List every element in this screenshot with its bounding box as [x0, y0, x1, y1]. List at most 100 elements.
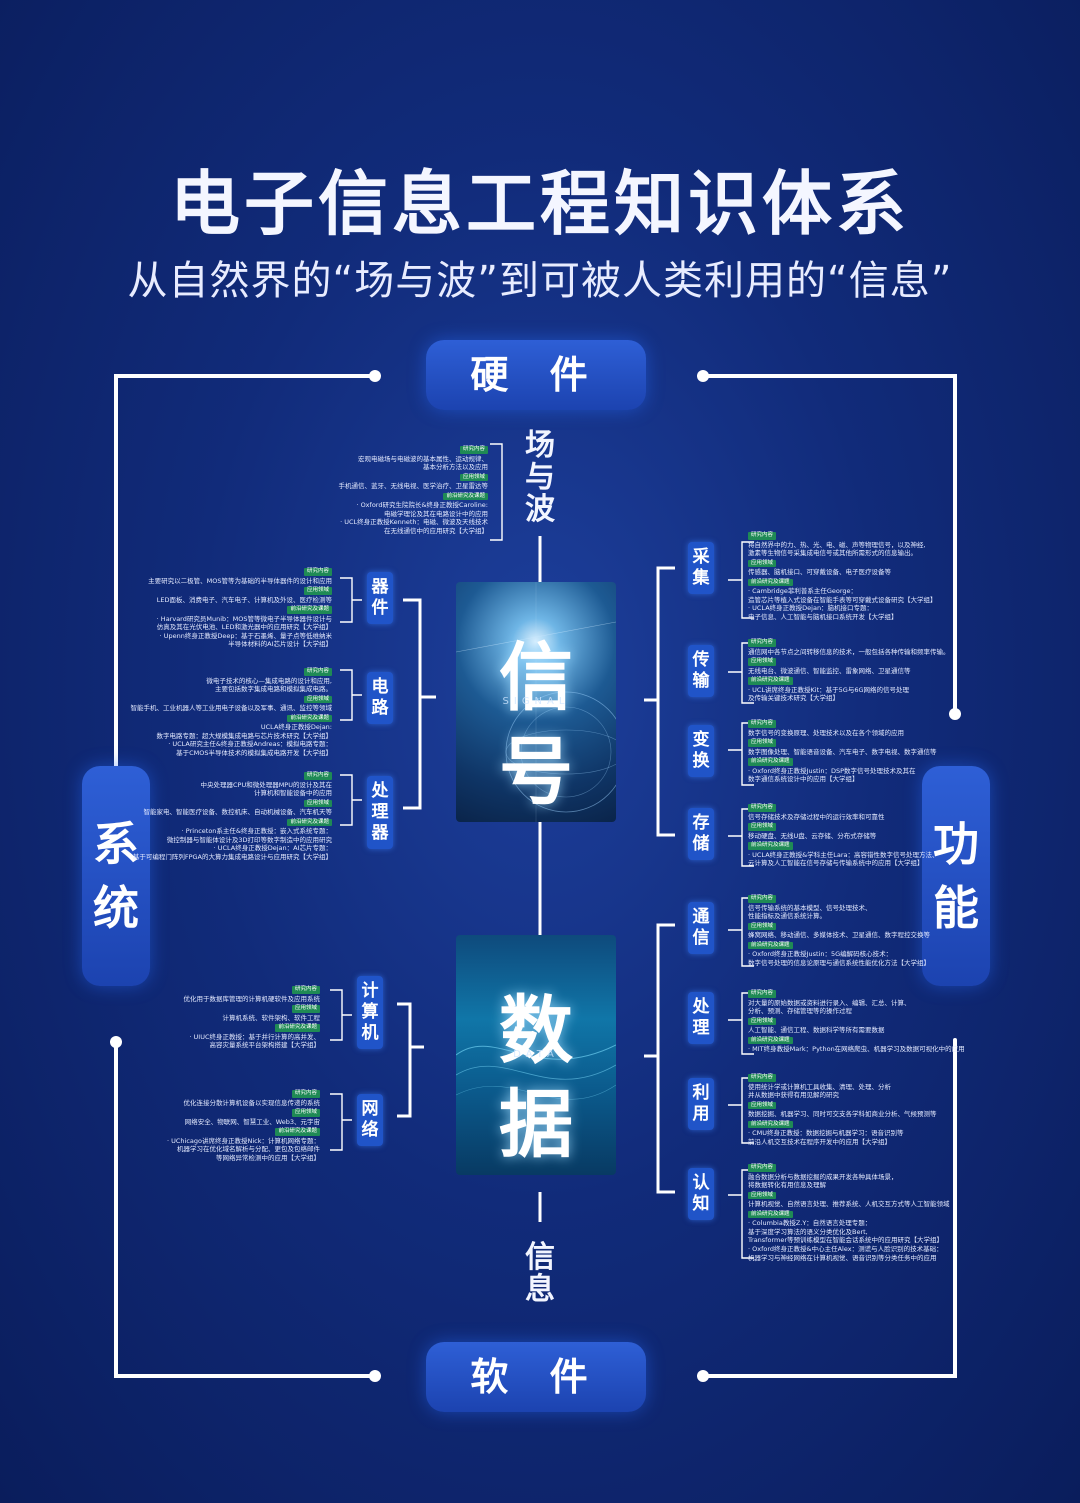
system-pill: 系 统 [82, 766, 150, 986]
research-badge: 研究内容 [748, 895, 777, 903]
signal-char-2: 号 [499, 729, 573, 815]
research-line: 激素等生物信号采集成电信号或其他所需形式的信息输出。 [748, 549, 917, 558]
hardware-pill: 硬 件 [426, 340, 646, 410]
case-line: · UCLA终身正教授&学科主任Lara：高容错性数字信号处理方法、 [748, 850, 939, 859]
case-badge: 前沿研究及课题 [275, 1128, 320, 1136]
case-badge: 前沿研究及课题 [748, 941, 793, 950]
application-badge: 应用领域 [748, 1191, 777, 1200]
application-line: 人工智能、通信工程、数据科学等所有需要数据 [748, 1026, 885, 1035]
tag-char: 存 [692, 813, 710, 833]
case-line: Transformer等预训练模型在智能会话系统中的应用研究【大学组】 [748, 1236, 944, 1245]
system-char-2: 统 [93, 881, 139, 935]
case-badge: 前沿研究及课题 [748, 1036, 793, 1045]
research-badge: 研究内容 [303, 772, 332, 780]
block-processor: 研究内容中央处理器CPU和微处理器MPU的设计及其在计算机和智能设备中的应用应用… [133, 770, 332, 862]
globe-graphic [456, 582, 616, 822]
case-line: UCLA终身正教授Dejan: [260, 723, 332, 732]
tag-char: 计 [361, 981, 379, 1001]
application-line: 计算机视觉、自然语言处理、推荐系统、人机交互方式等人工智能领域 [748, 1200, 950, 1209]
data-wave-graphic [456, 1044, 616, 1100]
case-badge: 前沿研究及课题 [275, 1024, 320, 1032]
tag-char: 输 [692, 671, 710, 691]
block-transmission: 研究内容通信网中各节点之间转移信息的技术，一般包括各种传输和频率传输。应用领域无… [748, 637, 950, 703]
system-char-1: 系 [93, 817, 139, 871]
data-char-1: 数 [499, 988, 573, 1074]
case-line: · Columbia教授Z.Y：自然语言处理专题： [748, 1219, 872, 1228]
case-line: 数字通信系统设计中的应用【大学组】 [748, 775, 859, 784]
case-line: · Princeton系主任&终身正教授：嵌入式系统专题： [181, 827, 332, 836]
tag-char: 器 [371, 577, 389, 597]
tag-utilization: 利 用 [688, 1078, 714, 1130]
block-network: 研究内容优化连接分散计算机设备以实现信息传递的系统应用领域网络安全、物联网、智慧… [167, 1088, 320, 1162]
block-field-wave: 研究内容宏观电磁场与电磁波的基本属性、运动规律、基本分析方法以及应用应用领域手机… [338, 444, 489, 536]
research-badge: 研究内容 [291, 986, 320, 994]
case-line: · UCLA研究主任&终身正教授Andreas：模拟电路专题： [168, 740, 332, 749]
application-line: LED面板、消费电子、汽车电子、计算机及外设、医疗检测等 [156, 595, 332, 604]
application-badge: 应用领域 [748, 823, 777, 831]
application-line: 智能手机、工业机器人等工业用电子设备以及军事、通讯、监控等领域 [130, 704, 333, 713]
block-circuit: 研究内容微电子技术的核心—集成电路的设计和应用,主要包括数字集成电路和模拟集成电… [130, 666, 333, 758]
tag-char: 变 [692, 730, 710, 750]
tag-char: 集 [692, 568, 710, 588]
application-badge: 应用领域 [748, 658, 777, 666]
research-line: 中央处理器CPU和微处理器MPU的设计及其在 [200, 780, 332, 789]
research-line: 主要包括数字集成电路和模拟集成电路。 [215, 685, 332, 694]
application-line: 数字图像处理、智能语音设备、汽车电子、数字电视、数字通信等 [748, 747, 937, 756]
case-line: 电子信息、人工智能与脑机接口系统开发【大学组】 [748, 613, 898, 622]
frame-top-right [704, 374, 957, 714]
tag-network: 网 络 [357, 1094, 383, 1146]
research-line: 使用统计学或计算机工具收集、清理、处理、分析 [748, 1082, 891, 1091]
research-badge: 研究内容 [303, 568, 332, 576]
case-line: · Harvard研究员Munib：MOS管等微电子半导体器件设计与 [156, 614, 332, 623]
tag-char: 信 [692, 928, 710, 948]
case-line: · Cambridge菲利普系主任George： [748, 587, 858, 596]
tag-cognition: 认 知 [688, 1168, 714, 1220]
block-utilization: 研究内容使用统计学或计算机工具收集、清理、处理、分析并从数据中获得有用见解的研究… [748, 1072, 937, 1146]
case-line: 机器学习在优化域名解析与分配、更包及包络邮件 [177, 1145, 320, 1154]
application-line: 传感器、脑机接口、可穿戴设备、电子医疗设备等 [748, 568, 891, 577]
tag-char: 传 [692, 650, 710, 670]
research-line: 微电子技术的核心—集成电路的设计和应用, [206, 676, 332, 685]
case-badge: 前沿研究及课题 [748, 677, 793, 685]
application-line: 蜂窝网络、移动通信、多媒体技术、卫星通信、数字程控交换等 [748, 931, 930, 940]
research-line: 主要研究以二极管、MOS管等为基础的半导体器件的设计和应用 [148, 576, 332, 585]
research-badge: 研究内容 [748, 720, 777, 728]
tag-storage: 存 储 [688, 808, 714, 860]
case-badge: 前沿研究及课题 [748, 758, 793, 766]
tag-char: 算 [361, 1002, 379, 1022]
block-acquisition: 研究内容将自然界中的力、热、光、电、磁、声等物理信号，以及神经,激素等生物信号采… [748, 530, 937, 622]
page-subtitle: 从自然界的“场与波”到可被人类利用的“信息” [127, 258, 953, 304]
case-line: 机器学习与神经网络在计算机视觉、语音识别等分类任务中的应用 [748, 1253, 937, 1262]
research-line: 将数据转化有用信息及理解 [748, 1181, 826, 1190]
research-badge: 研究内容 [748, 1164, 777, 1172]
case-badge: 前沿研究及课题 [443, 492, 488, 501]
tag-communication: 通 信 [688, 902, 714, 954]
tag-transform: 变 换 [688, 725, 714, 777]
case-line: 造管芯片等植入式设备在智能手表等可穿戴式设备研究【大学组】 [748, 595, 937, 604]
application-badge: 应用领域 [748, 1101, 777, 1110]
function-char-1: 功 [933, 817, 979, 871]
application-line: 移动硬盘、无线U盘、云存储、分布式存储等 [748, 831, 877, 840]
tag-char: 电 [371, 677, 389, 697]
data-tile: 数 DATA 据 [456, 935, 616, 1175]
signal-tile: 信 SIGNAL 号 [456, 582, 616, 822]
tag-device: 器 件 [367, 572, 393, 624]
case-badge: 前沿研究及课题 [287, 606, 332, 614]
case-line: 前沿人机交互技术在程序开发中的应用【大学组】 [748, 1137, 891, 1146]
application-badge: 应用领域 [291, 1005, 320, 1013]
application-line: 手机通信、蓝牙、无线电视、医学治疗、卫星雷达等 [338, 482, 489, 491]
research-badge: 研究内容 [748, 1074, 777, 1082]
application-line: 网络安全、物联网、智慧工业、Web3、元宇宙 [184, 1117, 320, 1126]
page-title: 电子信息工程知识体系 [170, 163, 910, 245]
block-communication: 研究内容信号传输系统的基本模型、信号处理技术、性能指标及通信系统计算。应用领域蜂… [748, 893, 930, 967]
research-line: 通信网中各节点之间转移信息的技术，一般包括各种传输和频率传输。 [748, 647, 950, 656]
tag-computer: 计 算 机 [357, 976, 383, 1049]
information-char-2: 息 [525, 1272, 555, 1307]
tag-char: 路 [371, 698, 389, 718]
research-line: 计算机和智能设备中的应用 [254, 789, 332, 798]
case-line: 微控制器与智能体设计及3D打印等数字制造中的应用研究 [166, 835, 332, 844]
case-line: 高容灾量系统平台架构搭建【大学组】 [209, 1041, 321, 1050]
case-line: · UCL讲席终身正教授Kit：基于5G与6G网络的信号处理 [748, 685, 910, 694]
research-badge: 研究内容 [748, 532, 777, 540]
case-line: 电磁学理论及其在电路设计中的应用 [384, 509, 488, 518]
